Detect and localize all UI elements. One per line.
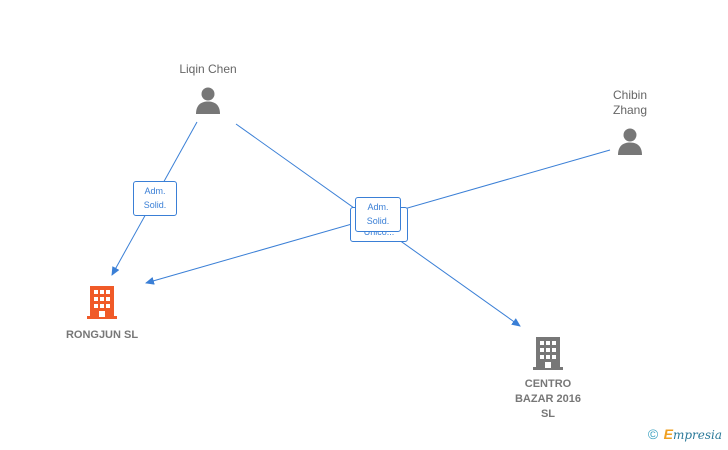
person-name: Liqin Chen — [179, 62, 237, 76]
brand-logo-initial: E — [663, 426, 673, 442]
company-node-centro-bazar[interactable]: CENTRO BAZAR 2016 SL — [500, 335, 596, 422]
footer-brand: © Empresia — [648, 426, 722, 442]
person-icon — [196, 87, 220, 114]
person-name: Chibin Zhang — [612, 88, 648, 117]
building-icon — [533, 337, 563, 370]
company-name: CENTRO BAZAR 2016 SL — [514, 378, 582, 420]
person-icon — [618, 128, 642, 155]
copyright-icon: © — [647, 426, 659, 442]
person-node-chibin-zhang[interactable]: Chibin Zhang — [600, 88, 660, 160]
person-node-liqin-chen[interactable]: Liqin Chen — [160, 62, 256, 119]
company-name: RONGJUN SL — [65, 329, 139, 341]
company-node-rongjun[interactable]: RONGJUN SL — [48, 284, 156, 343]
building-icon — [87, 286, 117, 319]
brand-name: mpresia — [672, 428, 722, 442]
edge-label-liqin-rongjun[interactable]: Adm. Solid. — [133, 181, 177, 216]
edge-label-center-top[interactable]: Adm. Solid. — [355, 197, 401, 232]
